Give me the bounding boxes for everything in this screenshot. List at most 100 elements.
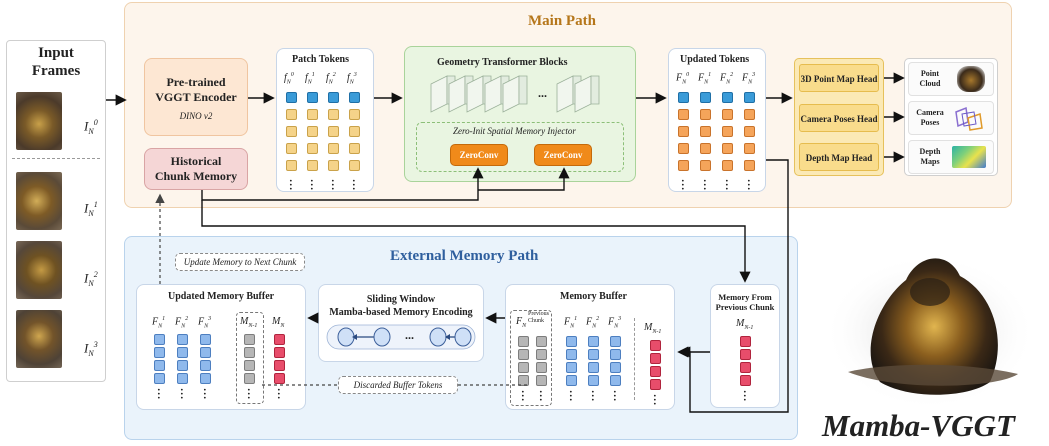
arrow-historical-zeroconv <box>201 167 484 201</box>
updated-buffer-col-1-ellipsis: ··· <box>180 384 184 404</box>
updated-buffer-col-1-token <box>177 360 188 371</box>
patch-col-0-ellipsis: ··· <box>289 175 293 195</box>
updated-buffer-mprev-token <box>244 360 255 371</box>
memory-buffer-prev-b-ellipsis: ··· <box>539 386 543 406</box>
memory-buffer-m-token <box>650 366 661 377</box>
updated-col-1-token <box>700 92 711 103</box>
patch-col-3-token <box>349 126 360 137</box>
patch-col-2-token <box>328 143 339 154</box>
updated-buffer-mcur-label: MN <box>272 316 285 329</box>
updated-buffer-memory-group <box>236 312 264 404</box>
frame-label-2: IN2 <box>84 270 98 288</box>
updated-buffer-col-0-token <box>154 360 165 371</box>
updated-buffer-mcur-token <box>274 347 285 358</box>
transformer-blocks <box>430 75 600 113</box>
updated-col-2-ellipsis: ··· <box>725 175 729 195</box>
updated-buffer-col-0-token <box>154 347 165 358</box>
memory-buffer-m-token <box>650 353 661 364</box>
updated-buffer-label-1: FN2 <box>175 316 189 330</box>
updated-buffer-col-0-token <box>154 373 165 384</box>
memory-from-title: Memory From Previous Chunk <box>710 292 780 312</box>
updated-col-1-token <box>700 109 711 120</box>
patch-tokens-title: Patch Tokens <box>292 54 349 65</box>
updated-buffer-col-1-token <box>177 373 188 384</box>
memory-buffer-box <box>505 284 675 410</box>
input-frames-separator <box>12 158 100 159</box>
main-path-title: Main Path <box>528 13 596 29</box>
memory-from-line2: Previous Chunk <box>715 302 775 312</box>
historical-chunk-memory-box: Historical Chunk Memory <box>144 148 248 190</box>
updated-col-3-token <box>744 160 755 171</box>
frame-label-0: IN0 <box>84 118 98 136</box>
memory-buffer-col-0-token <box>566 336 577 347</box>
updated-buffer-mcur-ellipsis: ··· <box>277 384 281 404</box>
geometry-transformer-box <box>404 46 636 182</box>
memory-buffer-col-1-token <box>588 336 599 347</box>
output-camera-poses <box>908 101 994 135</box>
memory-buffer-prev-a-token <box>518 375 529 386</box>
memory-buffer-separator <box>634 318 635 400</box>
memory-buffer-col-1-token <box>588 362 599 373</box>
memory-buffer-col-1-token <box>588 349 599 360</box>
mamba-sequence <box>326 324 476 350</box>
memory-buffer-prev-b-token <box>536 349 547 360</box>
memory-buffer-title: Memory Buffer <box>560 291 627 302</box>
input-title-line2: Frames <box>31 63 81 79</box>
updated-buffer-col-2-token <box>200 334 211 345</box>
updated-buffer-col-2-token <box>200 347 211 358</box>
memory-buffer-col-1-ellipsis: ··· <box>591 386 595 406</box>
patch-col-3-token <box>349 92 360 103</box>
transformer-block-group <box>430 75 600 113</box>
updated-buffer-mprev-token <box>244 334 255 345</box>
updated-buffer-col-1-token <box>177 334 188 345</box>
encoder-title-line1: Pre-trained <box>166 75 226 89</box>
updated-col-0-token <box>678 92 689 103</box>
memory-buffer-col-2-token <box>610 349 621 360</box>
patch-col-1-token <box>307 143 318 154</box>
input-frames-title: Input Frames <box>6 44 106 80</box>
zeroconv-right: ZeroConv <box>534 144 592 166</box>
updated-col-1-ellipsis: ··· <box>703 175 707 195</box>
memory-from-line1: Memory From <box>718 292 772 302</box>
arrow-historical-memory-from <box>201 200 751 283</box>
patch-col-3-ellipsis: ··· <box>352 175 356 195</box>
transformer-ellipsis: ... <box>538 86 547 100</box>
updated-buffer-col-2-token <box>200 373 211 384</box>
memory-buffer-col-0-token <box>566 349 577 360</box>
updated-col-2-token <box>722 92 733 103</box>
updated-tokens-title: Updated Tokens <box>680 54 750 65</box>
patch-col-0-token <box>286 109 297 120</box>
patch-col-3-token <box>349 143 360 154</box>
previous-chunk-group <box>510 310 552 406</box>
patch-col-1-ellipsis: ··· <box>310 175 314 195</box>
brand-title: Mamba-VGGT <box>822 408 1015 443</box>
memory-buffer-label-0: FN1 <box>564 316 578 330</box>
updated-buffer-mcur-token <box>274 334 285 345</box>
camera-poses-thumbnail <box>955 106 983 131</box>
point-cloud-thumbnail <box>957 66 985 92</box>
input-frame-3 <box>16 310 62 368</box>
geometry-title: Geometry Transformer Blocks <box>437 57 568 68</box>
updated-buffer-col-0-ellipsis: ··· <box>157 384 161 404</box>
updated-col-1-token <box>700 160 711 171</box>
updated-buffer-col-0-token <box>154 334 165 345</box>
spatial-memory-injector <box>416 122 624 172</box>
updated-token-label-0: FN0 <box>676 72 690 86</box>
memory-buffer-col-0-token <box>566 362 577 373</box>
patch-col-2-token <box>328 126 339 137</box>
patch-col-1-token <box>307 109 318 120</box>
memory-buffer-col-2-token <box>610 336 621 347</box>
patch-col-1-token <box>307 160 318 171</box>
updated-token-label-1: FN1 <box>698 72 712 86</box>
patch-col-2-token <box>328 92 339 103</box>
input-frame-0 <box>16 92 62 150</box>
updated-buffer-mcur-token <box>274 360 285 371</box>
memory-from-col-ellipsis: ··· <box>743 386 747 406</box>
historical-title-line1: Historical <box>170 154 222 168</box>
memory-buffer-col-0-token <box>566 375 577 386</box>
updated-buffer-label-2: FN3 <box>198 316 212 330</box>
updated-col-3-token <box>744 126 755 137</box>
mamba-title-line2: Mamba-based Memory Encoding <box>329 307 473 318</box>
arrow-historical-zeroconv-2 <box>478 167 570 191</box>
updated-col-1-token <box>700 143 711 154</box>
